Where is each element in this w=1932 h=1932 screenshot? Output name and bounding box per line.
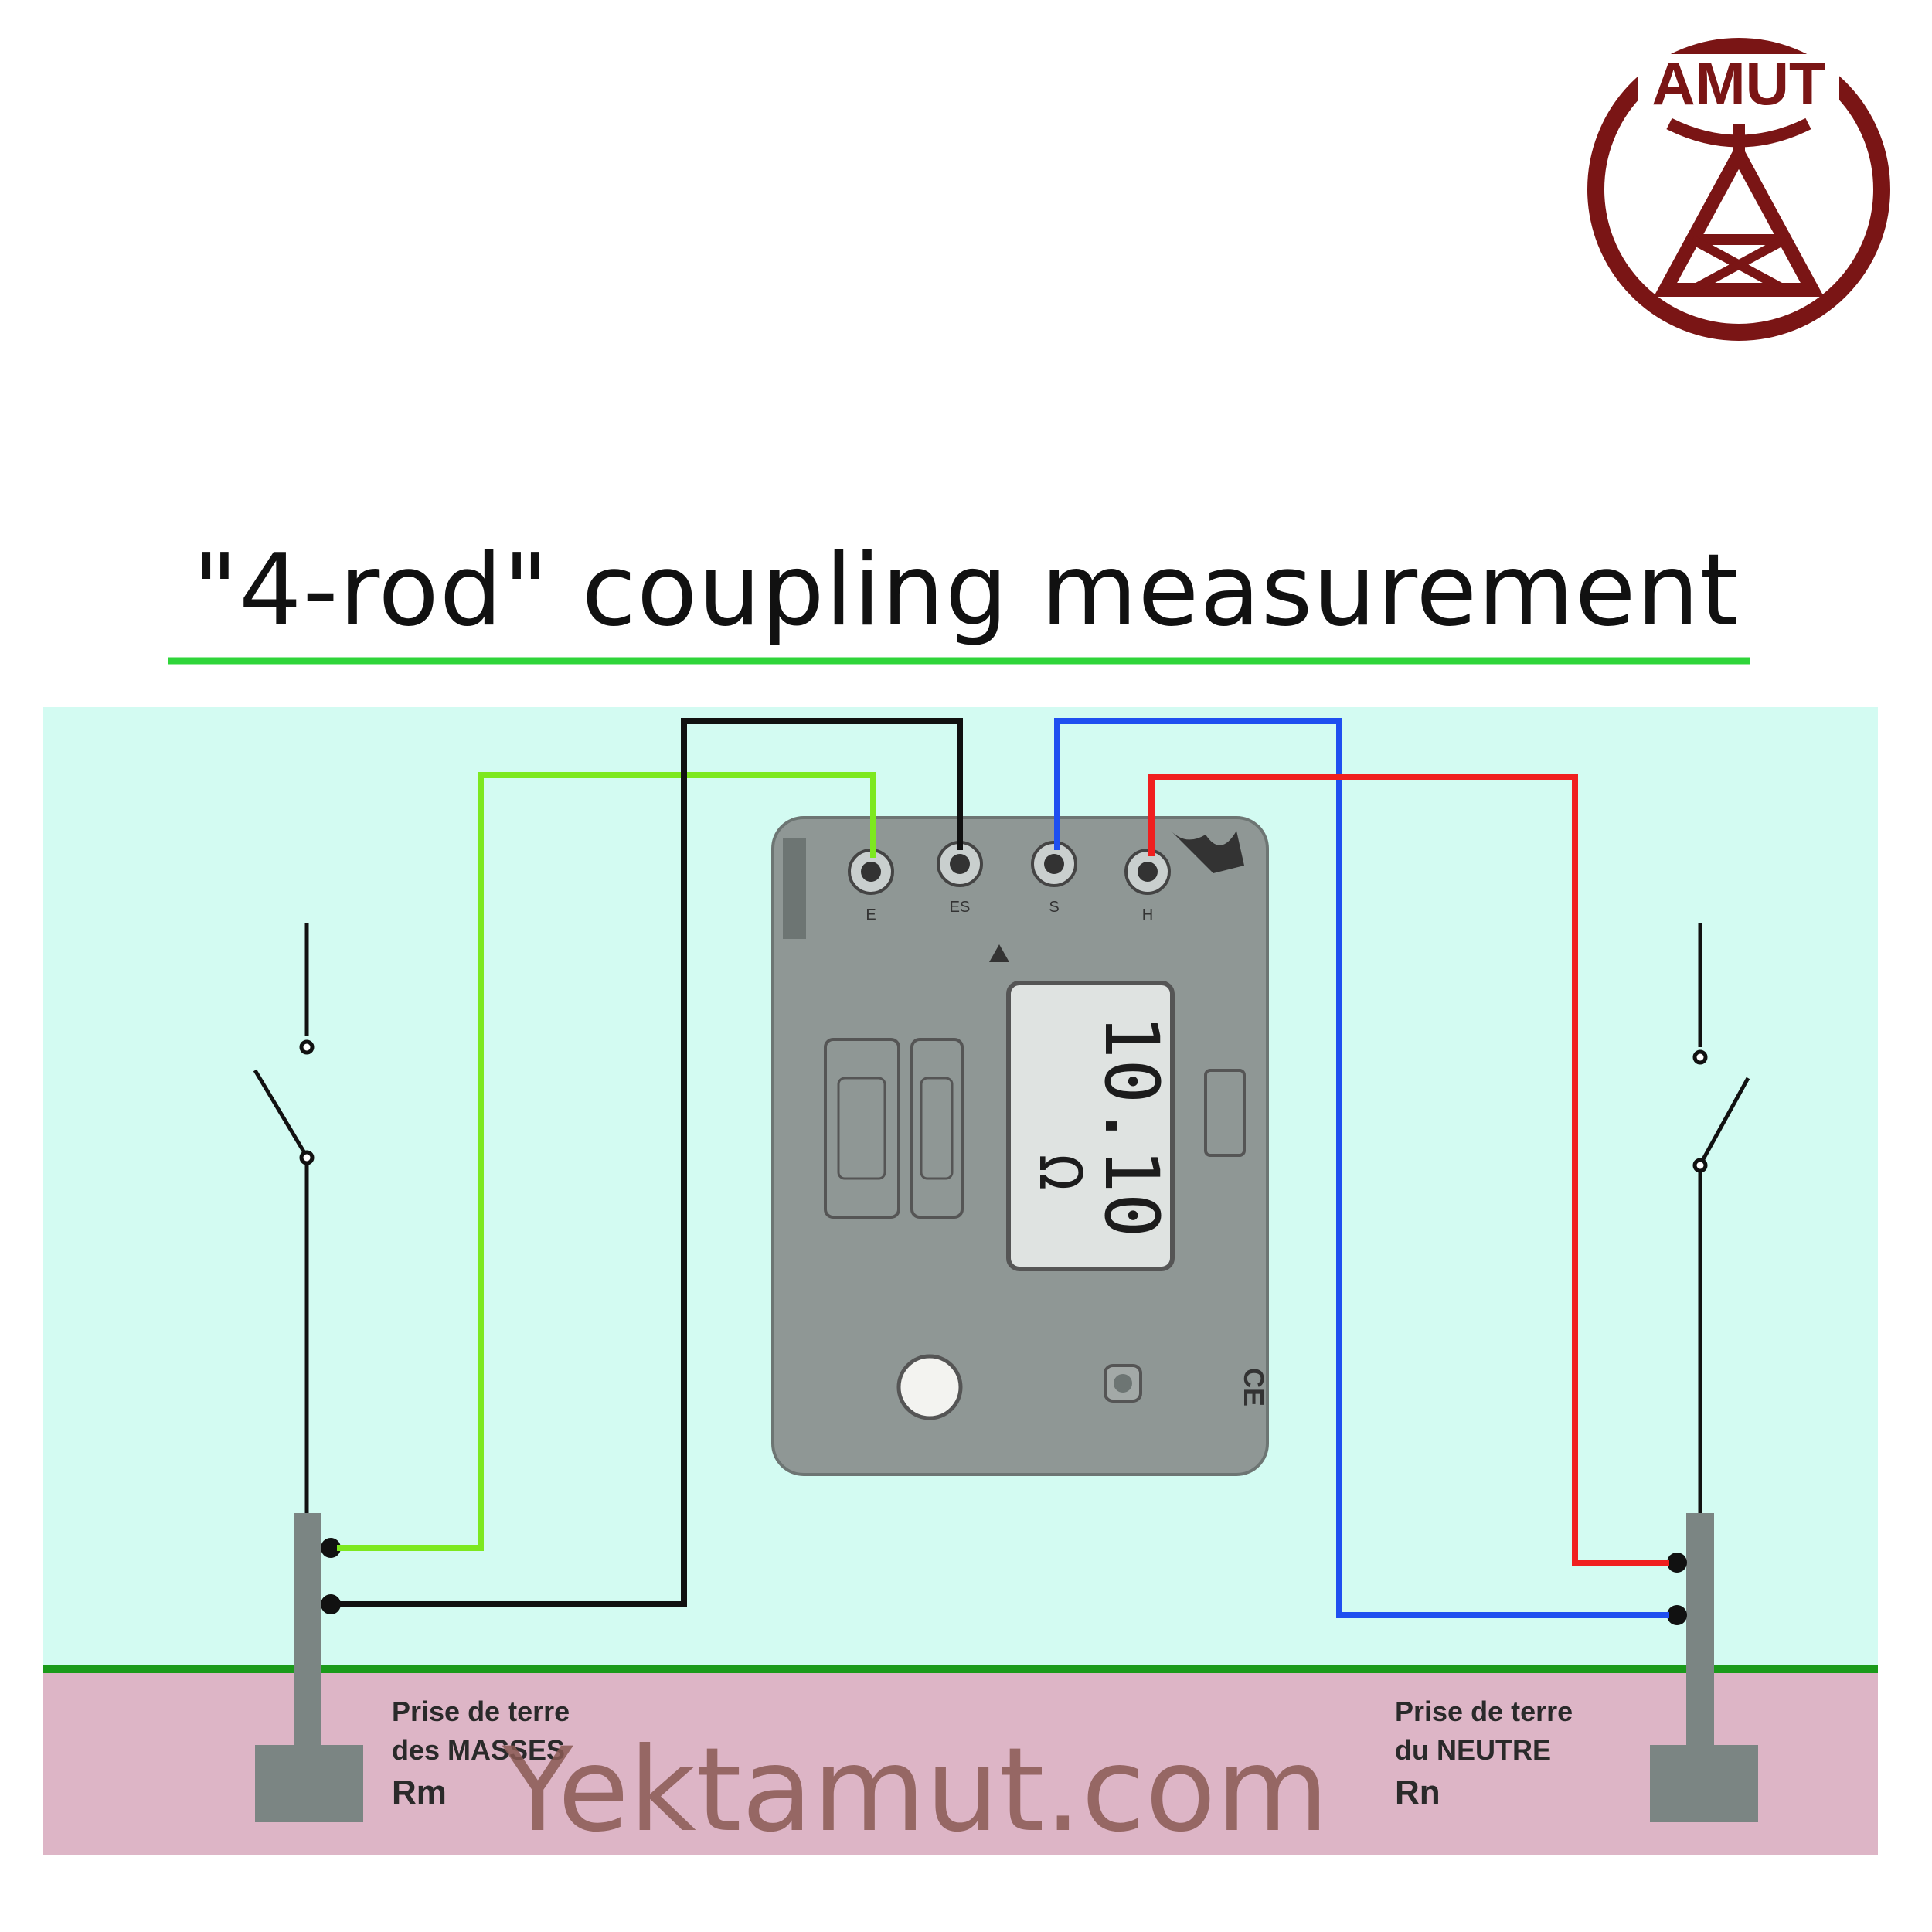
- right-rod-name: Rn: [1395, 1774, 1440, 1811]
- terminal-label-e: E: [866, 906, 876, 923]
- left-rod: [255, 1513, 363, 1822]
- earth-tester: E ES S H 10.10 Ω CE: [771, 816, 1270, 1476]
- ce-mark-icon: CE: [1238, 1368, 1270, 1406]
- right-rod-line2: du NEUTRE: [1395, 1734, 1551, 1766]
- left-rod-line2: des MASSES: [392, 1734, 566, 1766]
- black-wire: [337, 718, 963, 1607]
- left-rod-label: Prise de terre des MASSES Rm: [392, 1692, 570, 1816]
- lcd-display: [1006, 981, 1175, 1271]
- logo-text: AMUT: [1651, 49, 1825, 117]
- left-rod-name: Rm: [392, 1774, 447, 1811]
- right-rod-line1: Prise de terre: [1395, 1696, 1573, 1727]
- left-rod-terminal-top: [321, 1538, 341, 1558]
- left-rod-line1: Prise de terre: [392, 1696, 570, 1727]
- terminal-label-es: ES: [950, 899, 971, 916]
- red-wire: [1148, 774, 1669, 1566]
- right-rod: [1650, 1513, 1758, 1822]
- amut-logo: AMUT: [1587, 38, 1890, 341]
- right-rod-terminal-top: [1667, 1553, 1687, 1573]
- battery-indicator: [1204, 1069, 1246, 1157]
- right-rod-label: Prise de terre du NEUTRE Rn: [1395, 1692, 1573, 1816]
- terminal-label-h: H: [1142, 906, 1153, 923]
- title-underline: [168, 657, 1750, 665]
- terminal-s: [1031, 841, 1077, 887]
- page-title: "4-rod" coupling measurement: [192, 533, 1740, 648]
- right-switch: [1692, 923, 1750, 1515]
- green-wire: [337, 772, 876, 1551]
- mode-selector: [910, 1038, 964, 1219]
- left-switch: [253, 923, 315, 1515]
- display-unit: Ω: [1026, 1155, 1095, 1191]
- range-selector: [824, 1038, 900, 1219]
- display-value: 10.10: [1088, 1015, 1175, 1238]
- terminal-e: [848, 849, 894, 895]
- warning-icon: [989, 944, 1009, 962]
- right-rod-terminal-bottom: [1667, 1605, 1687, 1625]
- left-rod-terminal-bottom: [321, 1594, 341, 1614]
- test-button: [896, 1354, 963, 1420]
- cable-clip-icon: [1171, 831, 1244, 873]
- watermark: Yektamut.com: [502, 1723, 1329, 1858]
- terminal-h: [1124, 849, 1171, 895]
- terminal-label-s: S: [1049, 899, 1059, 916]
- blue-wire: [1054, 718, 1669, 1618]
